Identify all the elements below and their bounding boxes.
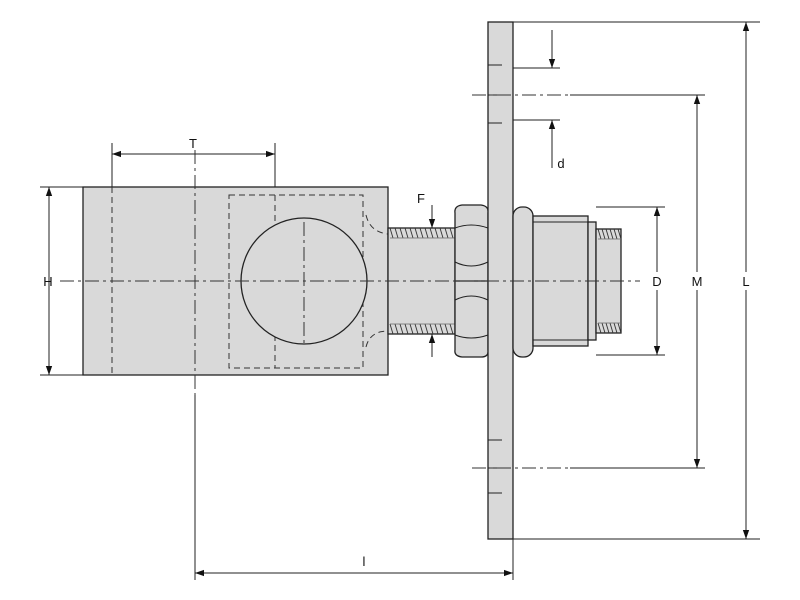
label-d: d	[557, 156, 564, 171]
label-L: L	[742, 274, 749, 289]
dimension-L: L	[736, 22, 756, 539]
centre-lines	[60, 94, 640, 469]
dimension-D: D	[646, 207, 668, 355]
dimension-d: d	[548, 30, 565, 171]
dimension-l: l	[195, 554, 513, 577]
label-l: l	[363, 554, 366, 569]
washer	[512, 206, 534, 358]
label-F: F	[417, 191, 425, 206]
dimension-F: F	[417, 191, 436, 357]
dimension-T: T	[112, 136, 275, 158]
label-T: T	[189, 136, 197, 151]
dimension-H: H	[43, 187, 53, 375]
label-H: H	[43, 274, 52, 289]
label-D: D	[652, 274, 661, 289]
label-M: M	[692, 274, 703, 289]
dimension-M: M	[686, 95, 708, 468]
